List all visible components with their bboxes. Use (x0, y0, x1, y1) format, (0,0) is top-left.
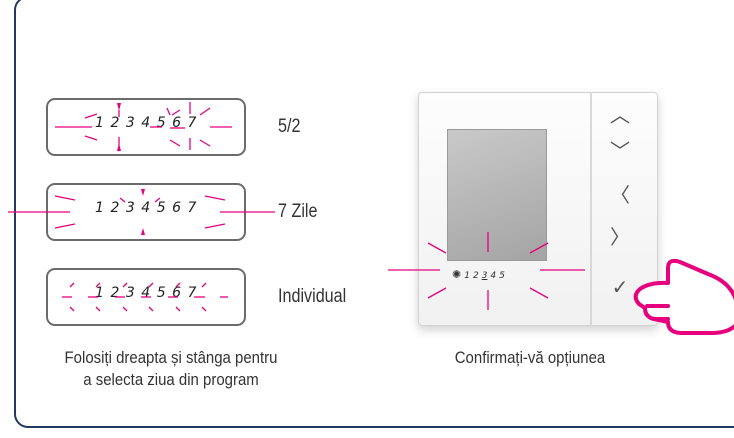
day-2: 2 (110, 200, 120, 216)
day-6: 6 (172, 200, 182, 216)
day-2: 2 (110, 285, 120, 301)
screen-day-5: 5 (499, 271, 505, 281)
day-3: 3 (125, 285, 136, 301)
day-5: 5 (156, 200, 167, 216)
left-caption: Folosiți dreapta și stânga pentru a sele… (26, 347, 316, 391)
day-5: 5 (156, 115, 167, 131)
day-3: 3 (125, 200, 136, 216)
option-label-individual: Individual (278, 286, 347, 307)
down-arrow-icon[interactable]: ﹀ (610, 139, 630, 163)
confirm-check-icon[interactable]: ✓ (611, 275, 629, 299)
day-7: 7 (187, 200, 197, 216)
day-2: 2 (110, 115, 120, 131)
left-caption-line-2: a selecta ziua din program (83, 370, 259, 389)
day-5: 5 (156, 285, 167, 301)
day-4: 4 (141, 285, 151, 301)
pointing-hand-icon (633, 258, 734, 335)
up-arrow-icon[interactable]: ︿ (610, 103, 630, 127)
day-6: 6 (172, 285, 182, 301)
day-1: 1 (95, 200, 105, 216)
day-6: 6 (172, 115, 182, 131)
device-divider (590, 92, 592, 326)
option-label-5-2: 5/2 (278, 116, 301, 137)
option-label-7-zile: 7 Zile (278, 201, 318, 222)
left-arrow-icon[interactable]: 〈 (610, 183, 630, 207)
day-1: 1 (95, 285, 105, 301)
day-7: 7 (187, 285, 197, 301)
screen-day-4: 4 (490, 271, 497, 281)
day-4: 4 (141, 200, 151, 216)
panel-frame (14, 0, 734, 428)
sun-icon: ✺ (452, 268, 462, 281)
screen-day-2: 2 (472, 271, 479, 281)
day-3: 3 (125, 115, 136, 131)
left-caption-line-1: Folosiți dreapta și stânga pentru (64, 348, 278, 367)
day-1: 1 (95, 115, 105, 131)
day-7: 7 (187, 115, 197, 131)
right-arrow-icon[interactable]: 〉 (610, 225, 630, 249)
right-caption: Confirmați-vă opțiunea (454, 348, 606, 367)
day-4: 4 (141, 115, 151, 131)
screen-day-3: 3 (481, 271, 488, 281)
screen-day-1: 1 (464, 271, 470, 281)
device-screen (447, 129, 547, 261)
